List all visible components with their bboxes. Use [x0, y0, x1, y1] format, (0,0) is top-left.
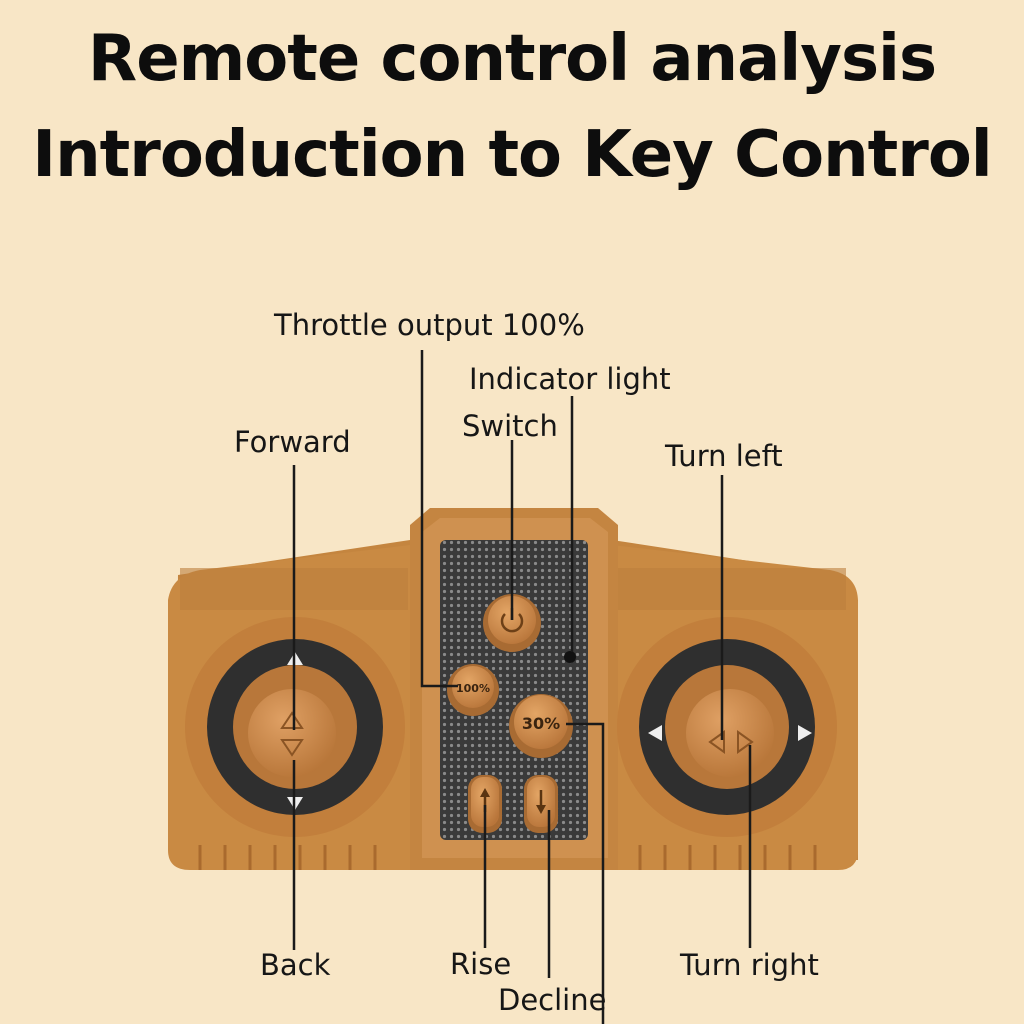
left-arrow-icon	[648, 725, 662, 741]
btn-30-label: 30%	[522, 714, 560, 733]
label-back: Back	[260, 948, 331, 982]
power-icon	[500, 613, 524, 633]
center-panel	[440, 540, 588, 840]
right-joystick[interactable]	[617, 617, 837, 837]
label-throttle-output: Throttle output 100%	[274, 308, 585, 342]
throttle-100-button[interactable]: 100%	[447, 664, 499, 716]
label-forward: Forward	[234, 425, 351, 459]
btn-100-label: 100%	[456, 682, 490, 695]
label-turn-right: Turn right	[680, 948, 819, 982]
title-line-2: Introduction to Key Control	[32, 118, 992, 192]
label-rise: Rise	[450, 947, 512, 981]
rise-button[interactable]	[468, 775, 502, 833]
label-indicator-light: Indicator light	[469, 362, 671, 396]
label-switch: Switch	[462, 409, 558, 443]
decline-button[interactable]	[524, 775, 558, 833]
right-arrow-icon	[798, 725, 812, 741]
label-decline: Decline	[498, 983, 607, 1017]
indicator-light	[564, 651, 576, 663]
throttle-30-button[interactable]: 30%	[509, 694, 573, 758]
leader-lines	[292, 350, 752, 1024]
label-turn-left: Turn left	[665, 439, 783, 473]
title-line-1: Remote control analysis	[87, 22, 937, 96]
